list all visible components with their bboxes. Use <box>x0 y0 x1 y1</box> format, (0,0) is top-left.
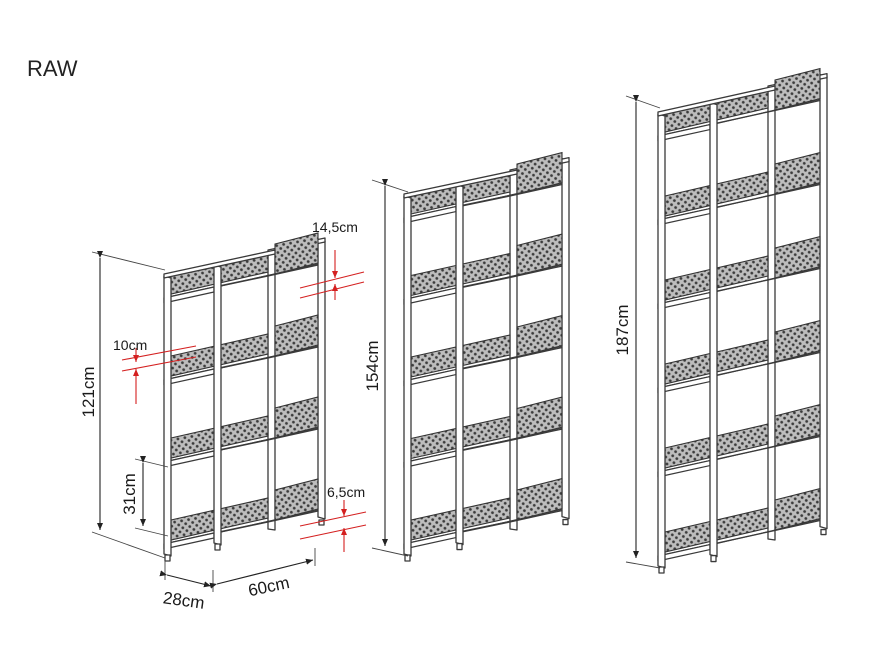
panel-gap-label: 10cm <box>113 337 147 353</box>
back-left-post <box>509 171 518 531</box>
top-gap-label: 14,5cm <box>312 219 358 235</box>
back-mesh-panel <box>774 319 821 363</box>
shelf-unit-187 <box>657 67 828 574</box>
depth-label: 28cm <box>162 588 206 613</box>
foot <box>710 554 717 563</box>
back-mesh-panel <box>516 151 563 195</box>
width-label: 60cm <box>247 573 292 600</box>
foot <box>214 543 221 551</box>
brand-title: RAW <box>27 56 78 81</box>
front-left-post <box>403 195 412 557</box>
top-side-rail <box>403 169 518 199</box>
back-right-post <box>317 238 326 520</box>
back-mesh-panel <box>774 487 821 531</box>
front-left-post <box>163 275 172 557</box>
bottom-gap-label: 6,5cm <box>327 484 365 500</box>
back-left-post <box>267 251 276 531</box>
back-mesh-panel <box>274 314 319 357</box>
foot <box>562 518 569 526</box>
back-mesh-panel <box>516 477 563 521</box>
top-side-rail <box>657 85 776 117</box>
back-mesh-panel <box>774 67 821 111</box>
foot <box>456 542 463 551</box>
height-label: 121cm <box>79 366 98 417</box>
back-right-post <box>819 73 828 530</box>
width-dimension-line <box>209 558 314 589</box>
back-mesh-panel <box>774 403 821 447</box>
back-mesh-panel <box>516 396 563 440</box>
foot <box>404 554 411 562</box>
foot <box>164 554 171 562</box>
foot <box>820 528 827 536</box>
back-left-post <box>767 87 776 541</box>
back-mesh-panel <box>274 478 319 521</box>
back-mesh-panel <box>774 235 821 279</box>
dimensions-tall: 187cm <box>613 95 661 569</box>
back-mesh-panel <box>516 314 563 358</box>
dimensions-medium: 154cm <box>363 179 409 557</box>
foot <box>658 566 665 574</box>
back-mesh-panel <box>274 396 319 439</box>
front-right-post <box>213 264 222 546</box>
back-mesh-panel <box>774 151 821 195</box>
front-right-post <box>709 101 718 558</box>
back-mesh-panel <box>274 232 319 275</box>
back-right-post <box>561 157 570 520</box>
front-left-post <box>657 113 666 569</box>
shelf-unit-121 <box>163 232 326 562</box>
height-label-tall: 187cm <box>613 304 632 355</box>
depth-dimension-line <box>159 570 212 588</box>
shelf-unit-154 <box>403 151 570 562</box>
height-label-medium: 154cm <box>363 340 382 391</box>
back-mesh-panel <box>516 233 563 277</box>
front-right-post <box>455 183 464 546</box>
top-side-rail <box>163 249 276 279</box>
shelf-gap-label: 31cm <box>120 473 139 515</box>
